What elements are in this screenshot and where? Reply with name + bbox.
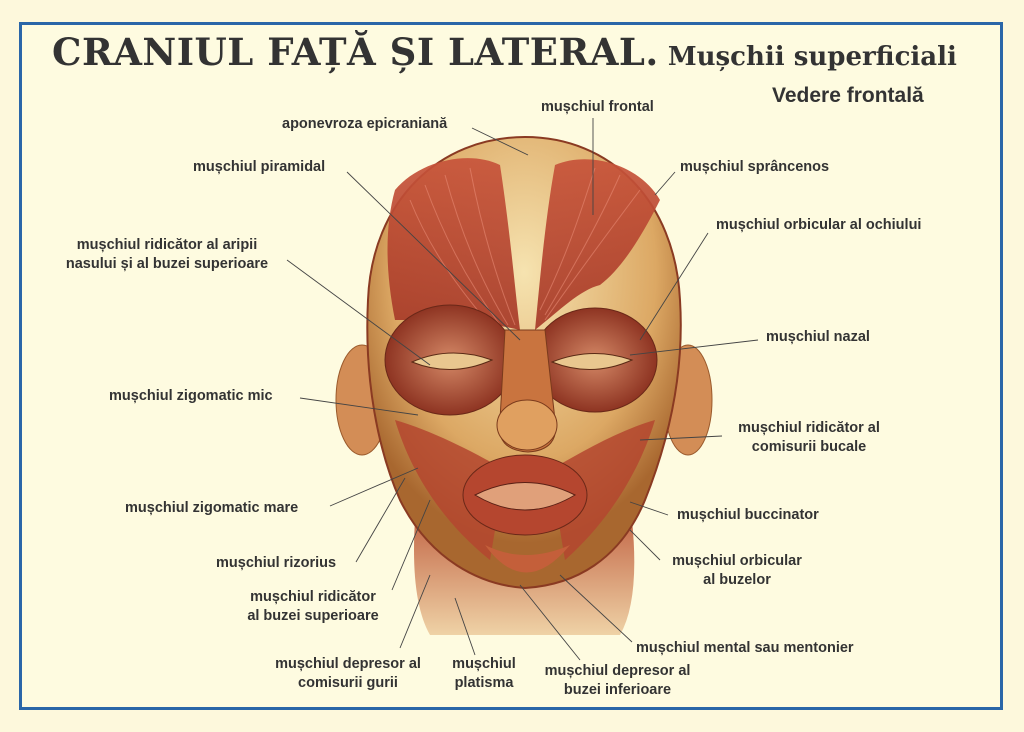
frontal-muscle-right [535,159,660,330]
label-piramidal: mușchiul piramidal [193,159,326,175]
view-subtitle: Vedere frontală [772,84,924,107]
label-ridicator-buzei-superioare: mușchiul ridicător al buzei superioare [247,589,379,624]
label-zigomatic-mic: mușchiul zigomatic mic [109,388,273,404]
label-mental: mușchiul mental sau mentonier [636,640,854,656]
right-cheek-muscles [550,420,655,560]
label-ridicator-comisurii-bucale: mușchiul ridicător al comisurii bucale [738,420,880,455]
poster-title: CRANIUL FAȚĂ ȘI LATERAL. Mușchii superfi… [52,30,957,74]
label-ridicator-aripii-nasului: mușchiul ridicător al aripii nasului și … [65,237,269,272]
label-platisma: mușchiul platisma [452,656,516,691]
title-main: CRANIUL FAȚĂ ȘI LATERAL. [52,30,659,74]
label-aponevroza-epicraniana: aponevroza epicraniană [282,116,448,132]
label-orbicular-buzelor: mușchiul orbicular al buzelor [672,553,802,588]
label-sprancenos: mușchiul sprâncenos [680,159,830,175]
frontal-muscle-left [387,158,520,330]
right-eye-lid [550,353,634,370]
lips [473,482,577,511]
label-frontal: mușchiul frontal [541,99,654,115]
label-nazal: mușchiul nazal [766,329,870,345]
label-rizorius: mușchiul rizorius [216,555,337,571]
label-depresor-comisurii-gurii: mușchiul depresor al comisurii gurii [275,656,421,691]
left-eye-lid [410,352,494,370]
title-sub: Mușchii superficiali [658,42,957,72]
chin [485,545,570,573]
label-zigomatic-mare: mușchiul zigomatic mare [125,500,299,516]
label-orbicular-ochi: mușchiul orbicular al ochiului [716,217,922,233]
label-depresor-buzei-inferioare: mușchiul depresor al buzei inferioare [544,663,691,698]
nose-tip [496,399,558,451]
left-cheek-muscles [395,420,505,560]
label-buccinator: mușchiul buccinator [677,507,819,523]
leader-lines [286,118,759,661]
